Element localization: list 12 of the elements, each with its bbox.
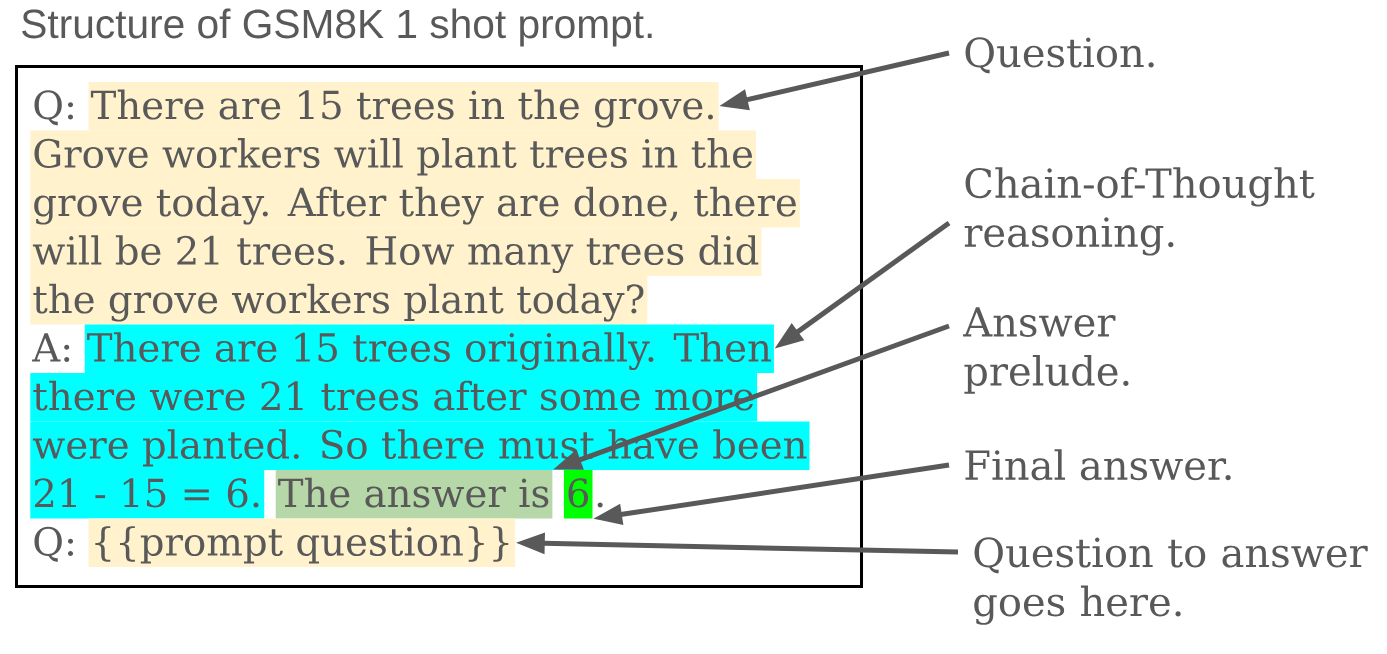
annotation-text: Answer prelude.: [963, 307, 1129, 394]
prompt-box: [15, 65, 863, 588]
annotation-text: Chain-of-Thought reasoning.: [964, 167, 1315, 256]
highlighted-text: 6: [563, 470, 593, 519]
punctuation-label: .: [597, 502, 603, 508]
highlighted-text: The answer is: [275, 470, 553, 519]
annotation-text: Final answer.: [965, 449, 1231, 481]
annotation-text: Question.: [965, 37, 1154, 74]
title: Structure of GSM8K 1 shot prompt.: [22, 8, 652, 47]
highlighted-text: {{prompt question}}: [88, 518, 516, 567]
annotation-text: Question to answer goes here.: [974, 537, 1368, 625]
prefix-label: Q:: [34, 90, 73, 126]
